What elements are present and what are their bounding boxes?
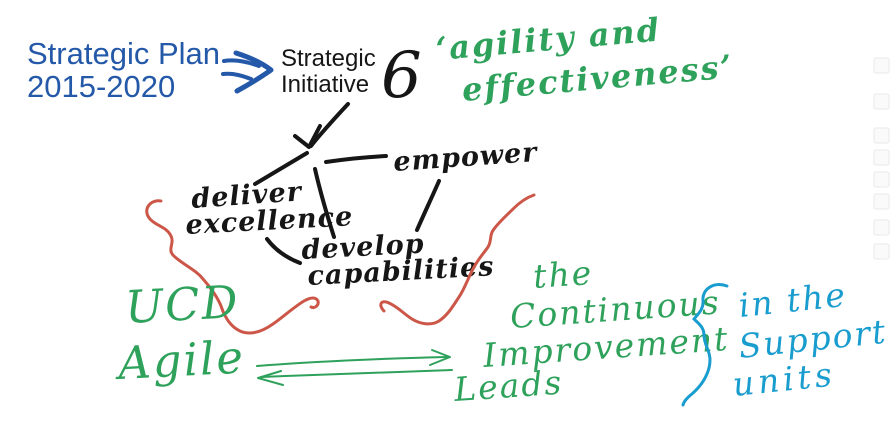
initiative-arrow-shaft	[309, 102, 350, 148]
initiative-line1: Strategic	[281, 45, 376, 72]
node-develop-line1: develop	[301, 229, 426, 266]
faded-toolbar-button[interactable]	[873, 149, 890, 166]
connector-strokes	[253, 102, 441, 265]
red-squiggle-strokes	[145, 193, 536, 335]
faded-toolbar-button[interactable]	[873, 193, 890, 210]
node-empower: empower	[392, 137, 539, 178]
red-squiggle-right	[379, 193, 536, 326]
line-hub-empower	[324, 154, 388, 164]
continuous-improvement-label: the Continuous Improvement Leads	[452, 253, 731, 409]
leads-line1: the	[532, 253, 595, 296]
initiative-arrowhead-icon	[293, 124, 322, 149]
leads-line4: Leads	[452, 362, 565, 409]
line-empower-develop	[415, 179, 441, 232]
faded-toolbar-button[interactable]	[873, 127, 890, 144]
initiative-line2: Initiative	[281, 71, 369, 98]
support-units-label: in the Support units	[731, 275, 889, 404]
green-two-way-arrow-icon	[256, 349, 453, 386]
red-squiggle-left	[145, 199, 320, 335]
faded-toolbar-button[interactable]	[873, 57, 890, 74]
ucd-line1: UCD	[124, 275, 241, 334]
initiative-number: 6	[381, 39, 422, 113]
faded-toolbar-button[interactable]	[873, 219, 890, 236]
blue-double-arrow-icon	[221, 50, 274, 94]
line-hub-develop	[313, 167, 336, 239]
curve-excellence-develop	[265, 237, 302, 265]
faded-toolbar-button[interactable]	[873, 243, 890, 260]
faded-toolbar-button[interactable]	[873, 93, 890, 110]
strategic-plan-heading: Strategic Plan 2015-2020	[27, 36, 220, 104]
node-words: empower deliver excellence develop capab…	[185, 137, 539, 292]
agility-quote: ‘agility and effectiveness’	[434, 10, 735, 109]
faded-toolbar-button[interactable]	[873, 171, 890, 188]
plan-title-line1: Strategic Plan	[27, 36, 220, 71]
plan-title-line2: 2015-2020	[27, 69, 175, 104]
strategic-initiative-label: Strategic Initiative 6	[281, 39, 422, 113]
ucd-line2: Agile	[113, 330, 246, 390]
faded-toolbar	[873, 57, 890, 260]
line-hub-deliver	[253, 151, 309, 186]
cyan-curly-brace-icon	[681, 283, 729, 407]
ucd-agile-label: UCD Agile	[113, 275, 246, 390]
